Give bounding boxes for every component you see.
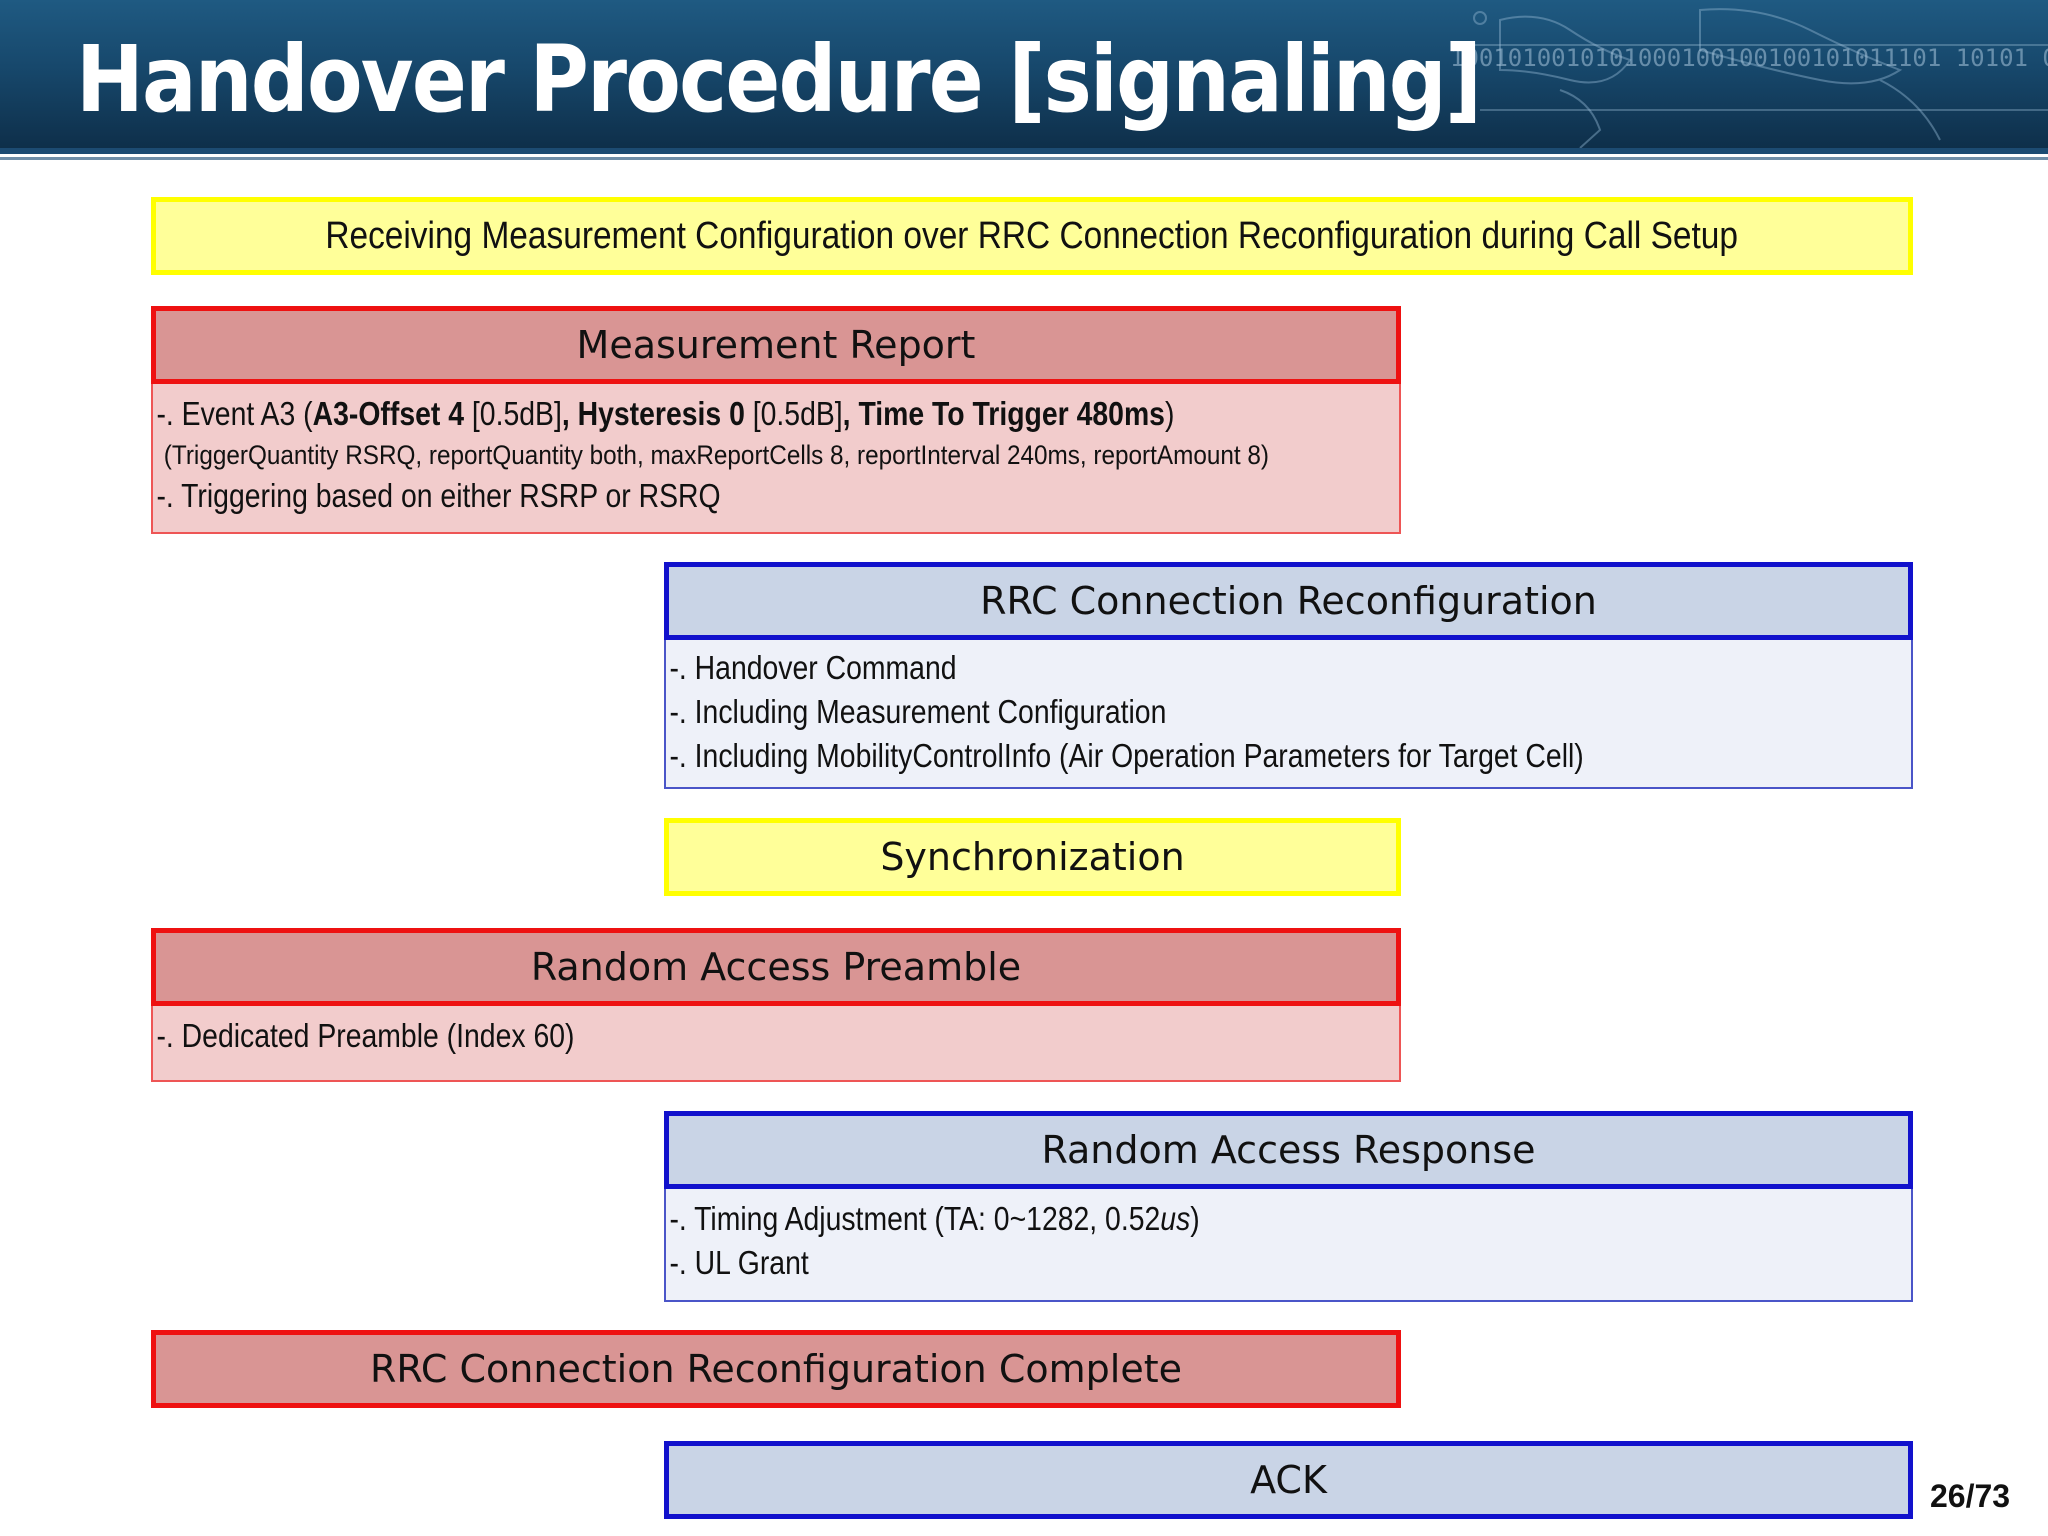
trigger-quantity-line: (TriggerQuantity RSRQ, reportQuantity bo… bbox=[163, 440, 1269, 470]
random-access-response-header: Random Access Response bbox=[664, 1111, 1913, 1189]
timing-adjustment-line: -. Timing Adjustment (TA: 0~1282, 0.52us… bbox=[669, 1200, 1200, 1237]
synchronization-step: Synchronization bbox=[664, 818, 1401, 896]
dedicated-preamble-line: -. Dedicated Preamble (Index 60) bbox=[156, 1017, 575, 1054]
binary-decoration: 1001010010101000100100100101011101 10101… bbox=[1450, 44, 2048, 72]
measurement-report-body: -. Event A3 (A3-Offset 4 [0.5dB], Hyster… bbox=[151, 384, 1401, 534]
rrc-reconfiguration-body: -. Handover Command -. Including Measure… bbox=[664, 640, 1913, 789]
measurement-report-title: Measurement Report bbox=[576, 323, 976, 367]
synchronization-title: Synchronization bbox=[880, 835, 1185, 879]
rrc-reconfiguration-header: RRC Connection Reconfiguration bbox=[664, 562, 1913, 640]
ack-title: ACK bbox=[1250, 1458, 1327, 1502]
rrc-reconfiguration-complete-title: RRC Connection Reconfiguration Complete bbox=[370, 1347, 1182, 1391]
rrc-reconfiguration-title: RRC Connection Reconfiguration bbox=[980, 579, 1597, 623]
ack-step: ACK bbox=[664, 1441, 1913, 1519]
random-access-response-title: Random Access Response bbox=[1041, 1128, 1536, 1172]
page-title: Handover Procedure [signaling] bbox=[76, 26, 1482, 133]
random-access-preamble-header: Random Access Preamble bbox=[151, 928, 1401, 1006]
measurement-config-line: -. Including Measurement Configuration bbox=[669, 693, 1167, 730]
title-banner: 1001010010101000100100100101011101 10101… bbox=[0, 0, 2048, 148]
measurement-report-step: Measurement Report -. Event A3 (A3-Offse… bbox=[151, 306, 1401, 534]
measurement-report-header: Measurement Report bbox=[151, 306, 1401, 384]
page-number: 26/73 bbox=[1930, 1478, 2011, 1514]
rrc-reconfiguration-step: RRC Connection Reconfiguration -. Handov… bbox=[664, 562, 1913, 789]
world-map-decoration: 1001010010101000100100100101011101 10101… bbox=[1450, 8, 2048, 148]
rrc-reconfiguration-complete-step: RRC Connection Reconfiguration Complete bbox=[151, 1330, 1401, 1408]
event-a3-line: -. Event A3 (A3-Offset 4 [0.5dB], Hyster… bbox=[156, 395, 1175, 432]
banner-rule-thin bbox=[0, 157, 2048, 160]
random-access-response-step: Random Access Response -. Timing Adjustm… bbox=[664, 1111, 1913, 1302]
random-access-preamble-body: -. Dedicated Preamble (Index 60) bbox=[151, 1006, 1401, 1082]
banner-rule bbox=[0, 148, 2048, 154]
random-access-preamble-title: Random Access Preamble bbox=[530, 945, 1022, 989]
mobility-control-info-line: -. Including MobilityControlInfo (Air Op… bbox=[669, 737, 1584, 774]
handover-command-line: -. Handover Command bbox=[669, 649, 957, 686]
random-access-response-body: -. Timing Adjustment (TA: 0~1282, 0.52us… bbox=[664, 1189, 1913, 1302]
ul-grant-line: -. UL Grant bbox=[669, 1244, 809, 1281]
random-access-preamble-step: Random Access Preamble -. Dedicated Prea… bbox=[151, 928, 1401, 1082]
triggering-basis-line: -. Triggering based on either RSRP or RS… bbox=[156, 477, 721, 514]
measurement-config-text: Receiving Measurement Configuration over… bbox=[325, 214, 1739, 257]
measurement-config-step: Receiving Measurement Configuration over… bbox=[151, 197, 1913, 275]
